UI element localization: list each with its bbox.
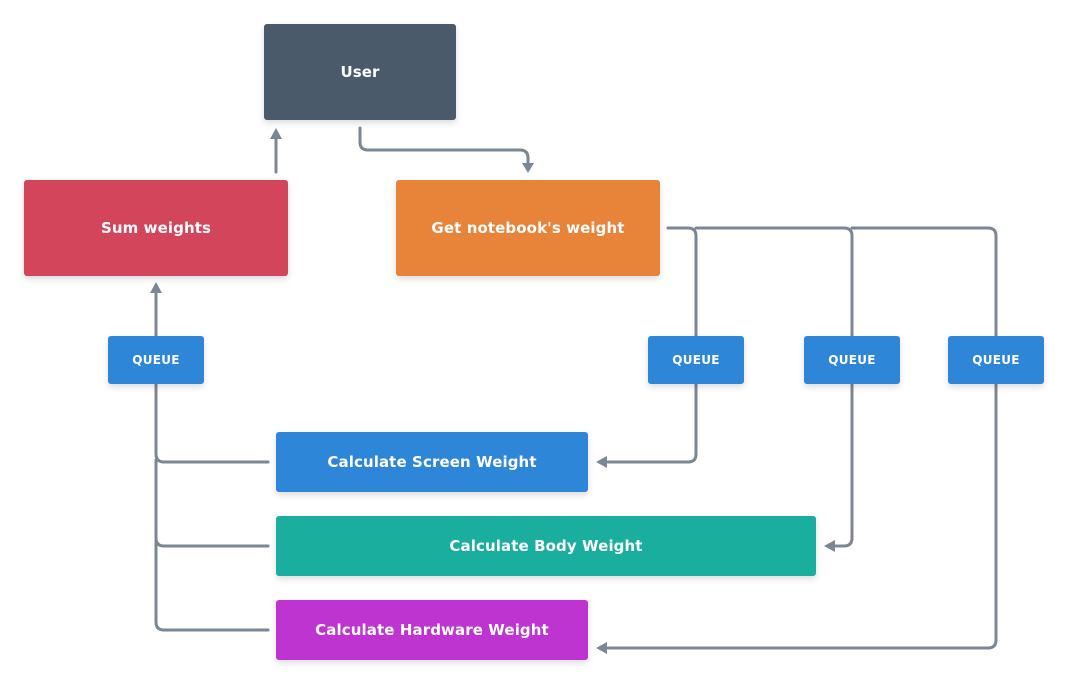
edge-screen-to-sum [154, 292, 270, 464]
edge-get-to-hardware [606, 226, 998, 650]
queue-hardware-weight: QUEUE [948, 336, 1044, 384]
node-get-notebook-weight: Get notebook's weight [396, 180, 660, 276]
node-calculate-screen-weight: Calculate Screen Weight [276, 432, 588, 492]
edge-hardware-to-sum [154, 538, 270, 632]
queue-sum-weights: QUEUE [108, 336, 204, 384]
arrowhead-screen [596, 456, 607, 468]
arrowhead-get [522, 163, 534, 173]
node-calculate-body-weight: Calculate Body Weight [276, 516, 816, 576]
edge-user-to-get [358, 126, 530, 166]
arrowhead-sum [150, 282, 162, 293]
node-user: User [264, 24, 456, 120]
arrowhead-body [824, 540, 835, 552]
edge-body-to-sum [154, 458, 270, 548]
node-calculate-hardware-weight: Calculate Hardware Weight [276, 600, 588, 660]
queue-screen-weight: QUEUE [648, 336, 744, 384]
arrowhead-user [270, 128, 282, 139]
edge-get-to-body [694, 226, 854, 548]
queue-body-weight: QUEUE [804, 336, 900, 384]
node-sum-weights: Sum weights [24, 180, 288, 276]
arrowhead-hardware [596, 642, 607, 654]
